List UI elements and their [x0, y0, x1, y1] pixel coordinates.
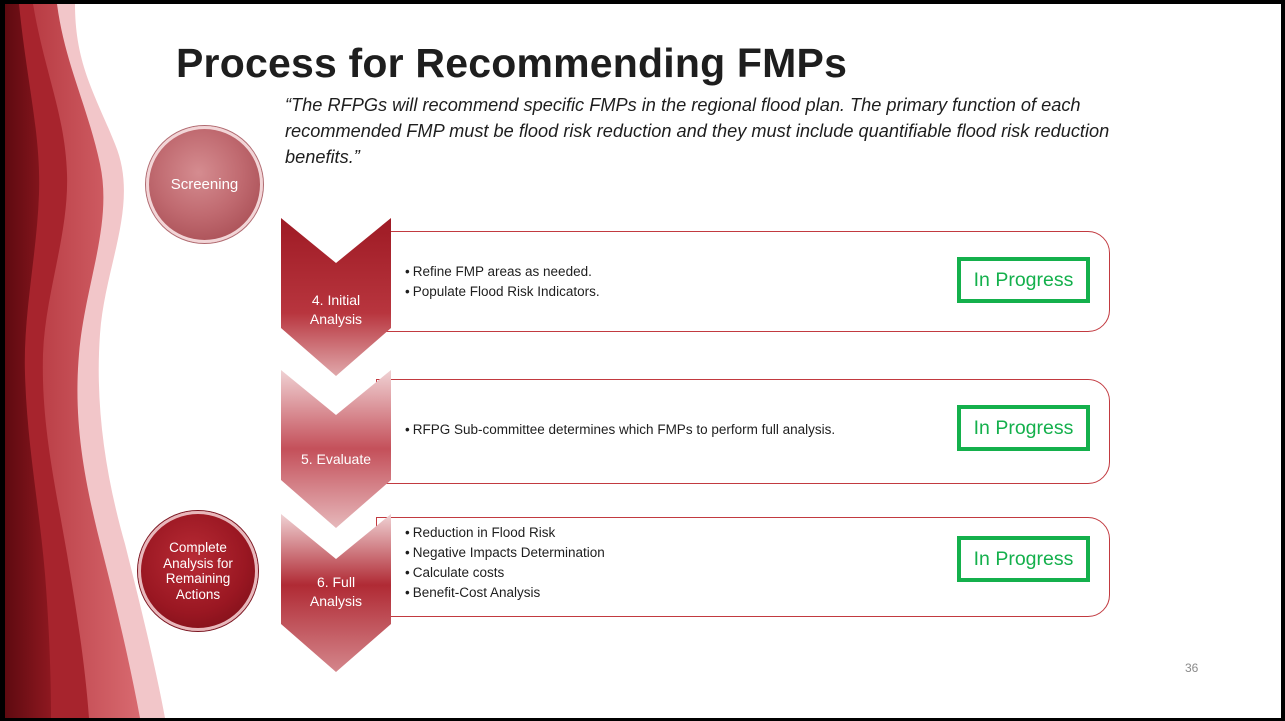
complete-analysis-circle: Complete Analysis for Remaining Actions [138, 511, 258, 631]
complete-label-line: Actions [175, 586, 221, 602]
chevron-initial-analysis [281, 218, 391, 376]
step-label-line: 4. Initial [311, 292, 361, 308]
slide: Process for Recommending FMPs “The RFPGs… [5, 4, 1281, 718]
step-label-line: 5. Evaluate [300, 451, 372, 467]
complete-label-line: Analysis for [163, 555, 233, 571]
chevron-evaluate [281, 370, 391, 528]
step-label-line: Analysis [309, 593, 363, 609]
step-label-evaluate: 5. Evaluate [283, 450, 389, 469]
quote-text: “The RFPGs will recommend specific FMPs … [285, 95, 1110, 167]
status-badge-full-analysis: In Progress [957, 536, 1090, 582]
step-label-full-analysis: 6. Full Analysis [283, 573, 389, 611]
screening-label: Screening [170, 176, 239, 193]
complete-label-line: Complete [169, 540, 227, 555]
step-bullet-list: RFPG Sub-committee determines which FMPs… [405, 420, 835, 440]
bullet-item: Negative Impacts Determination [405, 543, 605, 563]
bullet-item: Populate Flood Risk Indicators. [405, 282, 600, 302]
step-label-initial-analysis: 4. Initial Analysis [283, 291, 389, 329]
step-bullet-list: Refine FMP areas as needed. Populate Flo… [405, 262, 600, 302]
complete-label-line: Remaining [165, 571, 231, 586]
chevron-full-analysis [281, 514, 391, 672]
bullet-item: Refine FMP areas as needed. [405, 262, 600, 282]
decorative-wave-background [5, 4, 165, 718]
step-box-full-analysis: Reduction in Flood Risk Negative Impacts… [376, 517, 1110, 617]
status-badge-evaluate: In Progress [957, 405, 1090, 451]
screening-circle: Screening [146, 126, 263, 243]
status-badge-initial-analysis: In Progress [957, 257, 1090, 303]
bullet-item: RFPG Sub-committee determines which FMPs… [405, 420, 835, 440]
step-label-line: Analysis [309, 311, 363, 327]
step-label-line: 6. Full [316, 574, 356, 590]
step-bullet-list: Reduction in Flood Risk Negative Impacts… [405, 523, 605, 603]
bullet-item: Benefit-Cost Analysis [405, 583, 605, 603]
slide-title: Process for Recommending FMPs [176, 40, 848, 86]
page-number: 36 [1185, 661, 1199, 675]
bullet-item: Calculate costs [405, 563, 605, 583]
bullet-item: Reduction in Flood Risk [405, 523, 605, 543]
